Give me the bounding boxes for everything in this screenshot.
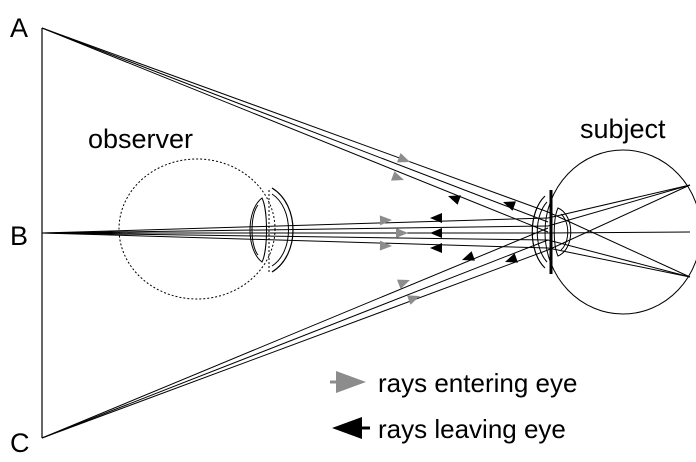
observer-eyeball xyxy=(118,158,276,300)
ray-c-1 xyxy=(41,239,549,439)
ray-b-4 xyxy=(41,232,549,241)
arrows-group xyxy=(379,153,518,305)
ray-c-2 xyxy=(41,249,549,439)
arrow-entering-c-1 xyxy=(397,279,410,289)
ray-c-3 xyxy=(41,227,549,439)
arrow-entering-b-3 xyxy=(379,240,392,251)
rays-group xyxy=(41,27,691,439)
arrow-leaving-b-3 xyxy=(430,243,442,253)
ray-in-5 xyxy=(547,247,691,278)
ray-a-1 xyxy=(41,27,549,223)
subject-cornea xyxy=(531,195,546,269)
legend-leaving-arrow-icon xyxy=(332,417,370,439)
arrow-leaving-b-2 xyxy=(430,228,442,238)
ray-in-4 xyxy=(547,239,691,278)
arrow-entering-c-2 xyxy=(407,295,420,305)
arrow-entering-a-1 xyxy=(397,153,410,163)
arrow-leaving-a-1 xyxy=(448,195,461,205)
ray-b-2 xyxy=(41,225,549,234)
legend-entering-arrow-icon xyxy=(330,371,366,393)
observer-eye xyxy=(118,158,294,300)
ray-a-2 xyxy=(41,27,549,233)
arrow-entering-b-1 xyxy=(379,215,392,226)
legend-entering-label: rays entering eye xyxy=(378,368,577,398)
ray-in-2 xyxy=(547,184,691,227)
point-label-a: A xyxy=(10,13,28,43)
legend-leaving-label: rays leaving eye xyxy=(378,414,566,444)
arrow-leaving-a-2 xyxy=(503,201,516,211)
arrow-entering-b-2 xyxy=(396,228,408,238)
point-label-b: B xyxy=(10,221,28,251)
point-label-c: C xyxy=(10,428,30,457)
ray-in-3 xyxy=(547,231,691,234)
arrow-entering-a-2 xyxy=(391,171,404,181)
ray-b-5 xyxy=(41,232,549,249)
legend: rays entering eye rays leaving eye xyxy=(330,368,577,444)
ray-in-7 xyxy=(547,184,691,251)
arrow-leaving-b-1 xyxy=(430,213,442,223)
ray-in-1 xyxy=(547,184,691,219)
arrow-leaving-c-2 xyxy=(505,253,518,263)
ray-in-6 xyxy=(547,211,691,278)
ray-b-1 xyxy=(41,217,549,234)
arrow-leaving-c-1 xyxy=(462,251,475,261)
subject-lens-inner xyxy=(560,213,569,251)
subject-label: subject xyxy=(580,114,666,144)
subject-eyeball xyxy=(544,149,696,315)
observer-label: observer xyxy=(88,124,193,154)
ray-a-3 xyxy=(41,27,549,213)
